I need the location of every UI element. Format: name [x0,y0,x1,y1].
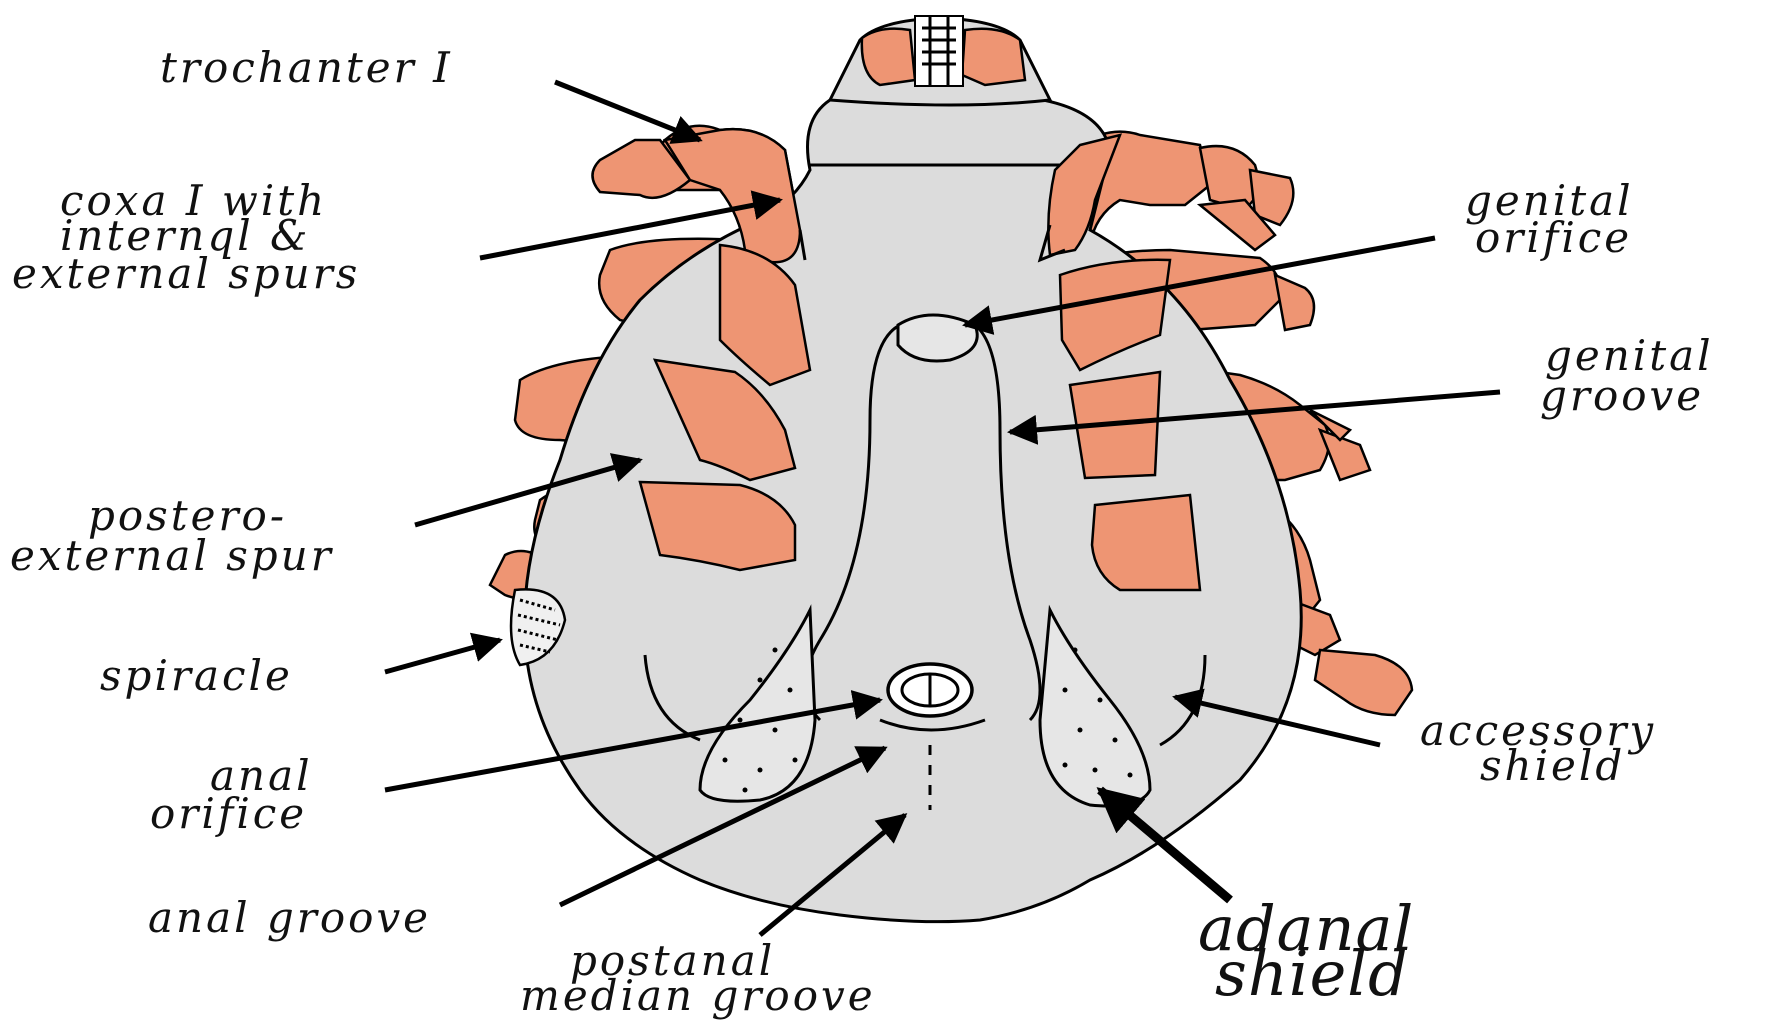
anal-orifice [888,664,972,716]
label-genital-groove: genital groove [1540,331,1730,420]
genital-orifice [898,315,977,361]
label-trochanter: trochanter I [160,43,453,92]
label-adanal-shield: adanal shield [1198,892,1435,1010]
label-postero-external-spur: postero- external spur [10,491,334,580]
arrow-spiracle [385,640,500,672]
label-postanal-median-groove: postanal median groove [520,936,876,1020]
capitulum [830,16,1050,105]
label-coxa: coxa I with internql & external spurs [12,176,360,298]
label-accessory-shield: accessory shield [1420,706,1673,790]
label-anal-groove: anal groove [148,893,431,942]
label-genital-orifice: genital orifice [1465,176,1650,262]
arrow-trochanter [555,82,700,140]
label-spiracle: spiracle [100,651,293,700]
label-anal-orifice: anal orifice [150,751,329,838]
